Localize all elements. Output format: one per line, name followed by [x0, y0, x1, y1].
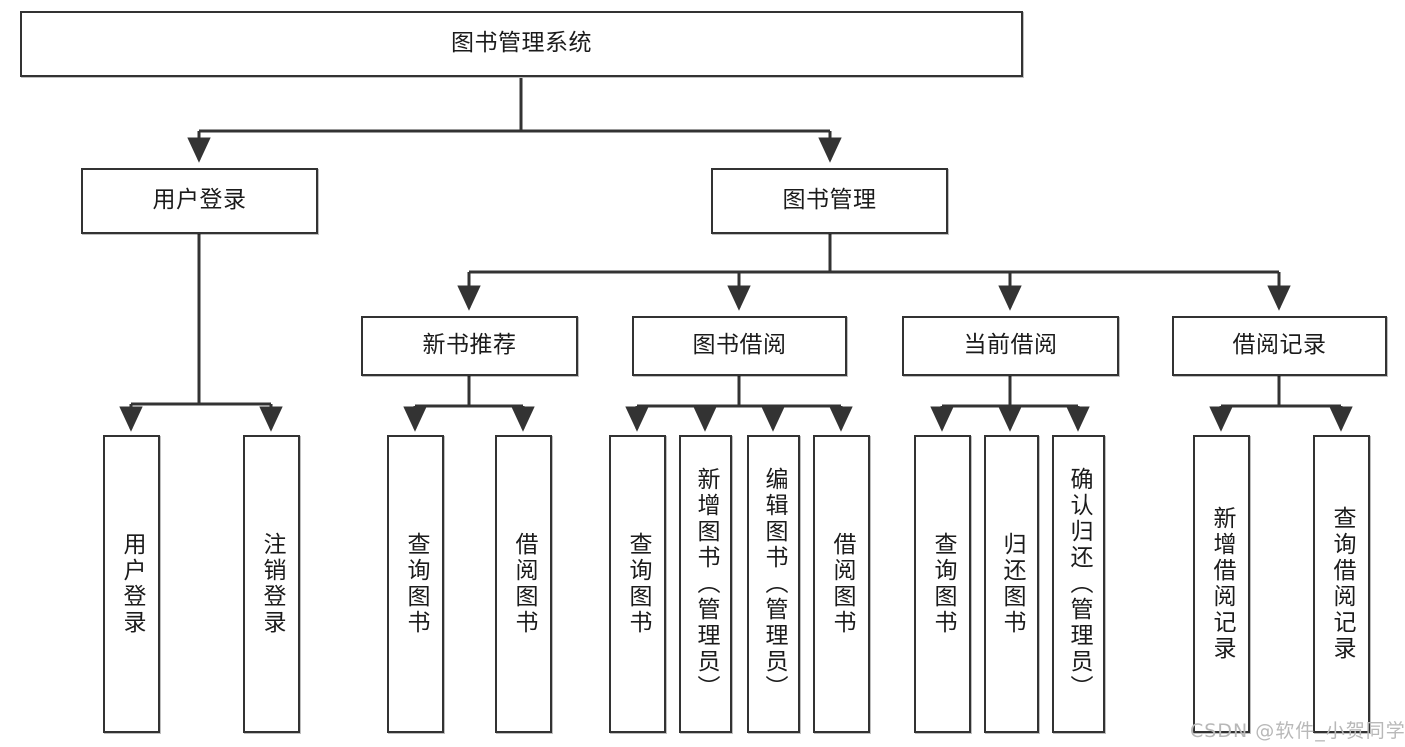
leaf-current-confirm-return[interactable]: 确认归还（管理员） [1052, 435, 1105, 733]
leaf-borrow-add-book[interactable]: 新增图书（管理员） [679, 435, 732, 733]
node-new-book-recommend-label: 新书推荐 [422, 332, 517, 359]
node-new-book-recommend[interactable]: 新书推荐 [361, 316, 578, 376]
node-root[interactable]: 图书管理系统 [20, 11, 1023, 77]
leaf-borrow-borrow-book-label: 借阅图书 [829, 532, 855, 636]
leaf-user-login-login[interactable]: 用户登录 [103, 435, 160, 733]
leaf-current-query-book-label: 查询图书 [930, 532, 956, 636]
leaf-new-book-query-label: 查询图书 [403, 532, 429, 636]
node-book-management[interactable]: 图书管理 [711, 168, 948, 234]
node-user-login-label: 用户登录 [152, 187, 247, 214]
leaf-borrow-add-book-label: 新增图书（管理员） [693, 467, 719, 701]
node-root-label: 图书管理系统 [451, 30, 592, 57]
leaf-user-login-logout[interactable]: 注销登录 [243, 435, 300, 733]
leaf-user-login-login-label: 用户登录 [119, 532, 145, 636]
leaf-current-confirm-return-label: 确认归还（管理员） [1066, 467, 1092, 701]
leaf-new-book-borrow[interactable]: 借阅图书 [495, 435, 552, 733]
leaf-current-return-book[interactable]: 归还图书 [984, 435, 1039, 733]
leaf-new-book-query[interactable]: 查询图书 [387, 435, 444, 733]
node-borrow-records-label: 借阅记录 [1232, 332, 1327, 359]
node-book-management-label: 图书管理 [782, 187, 877, 214]
leaf-borrow-query-book[interactable]: 查询图书 [609, 435, 666, 733]
leaf-records-add-record-label: 新增借阅记录 [1209, 506, 1235, 662]
node-book-borrow[interactable]: 图书借阅 [632, 316, 847, 376]
leaf-new-book-borrow-label: 借阅图书 [511, 532, 537, 636]
leaf-current-return-book-label: 归还图书 [999, 532, 1025, 636]
leaf-borrow-edit-book[interactable]: 编辑图书（管理员） [747, 435, 800, 733]
leaf-borrow-query-book-label: 查询图书 [625, 532, 651, 636]
leaf-user-login-logout-label: 注销登录 [259, 532, 285, 636]
leaf-borrow-edit-book-label: 编辑图书（管理员） [761, 467, 787, 701]
node-user-login[interactable]: 用户登录 [81, 168, 318, 234]
node-borrow-records[interactable]: 借阅记录 [1172, 316, 1387, 376]
leaf-borrow-borrow-book[interactable]: 借阅图书 [813, 435, 870, 733]
node-current-borrow[interactable]: 当前借阅 [902, 316, 1119, 376]
node-book-borrow-label: 图书借阅 [692, 332, 787, 359]
csdn-watermark: CSDN @软件_小贺同学 [1190, 720, 1405, 742]
leaf-current-query-book[interactable]: 查询图书 [914, 435, 971, 733]
leaf-records-query-record[interactable]: 查询借阅记录 [1313, 435, 1370, 733]
node-current-borrow-label: 当前借阅 [963, 332, 1058, 359]
leaf-records-query-record-label: 查询借阅记录 [1329, 506, 1355, 662]
leaf-records-add-record[interactable]: 新增借阅记录 [1193, 435, 1250, 733]
